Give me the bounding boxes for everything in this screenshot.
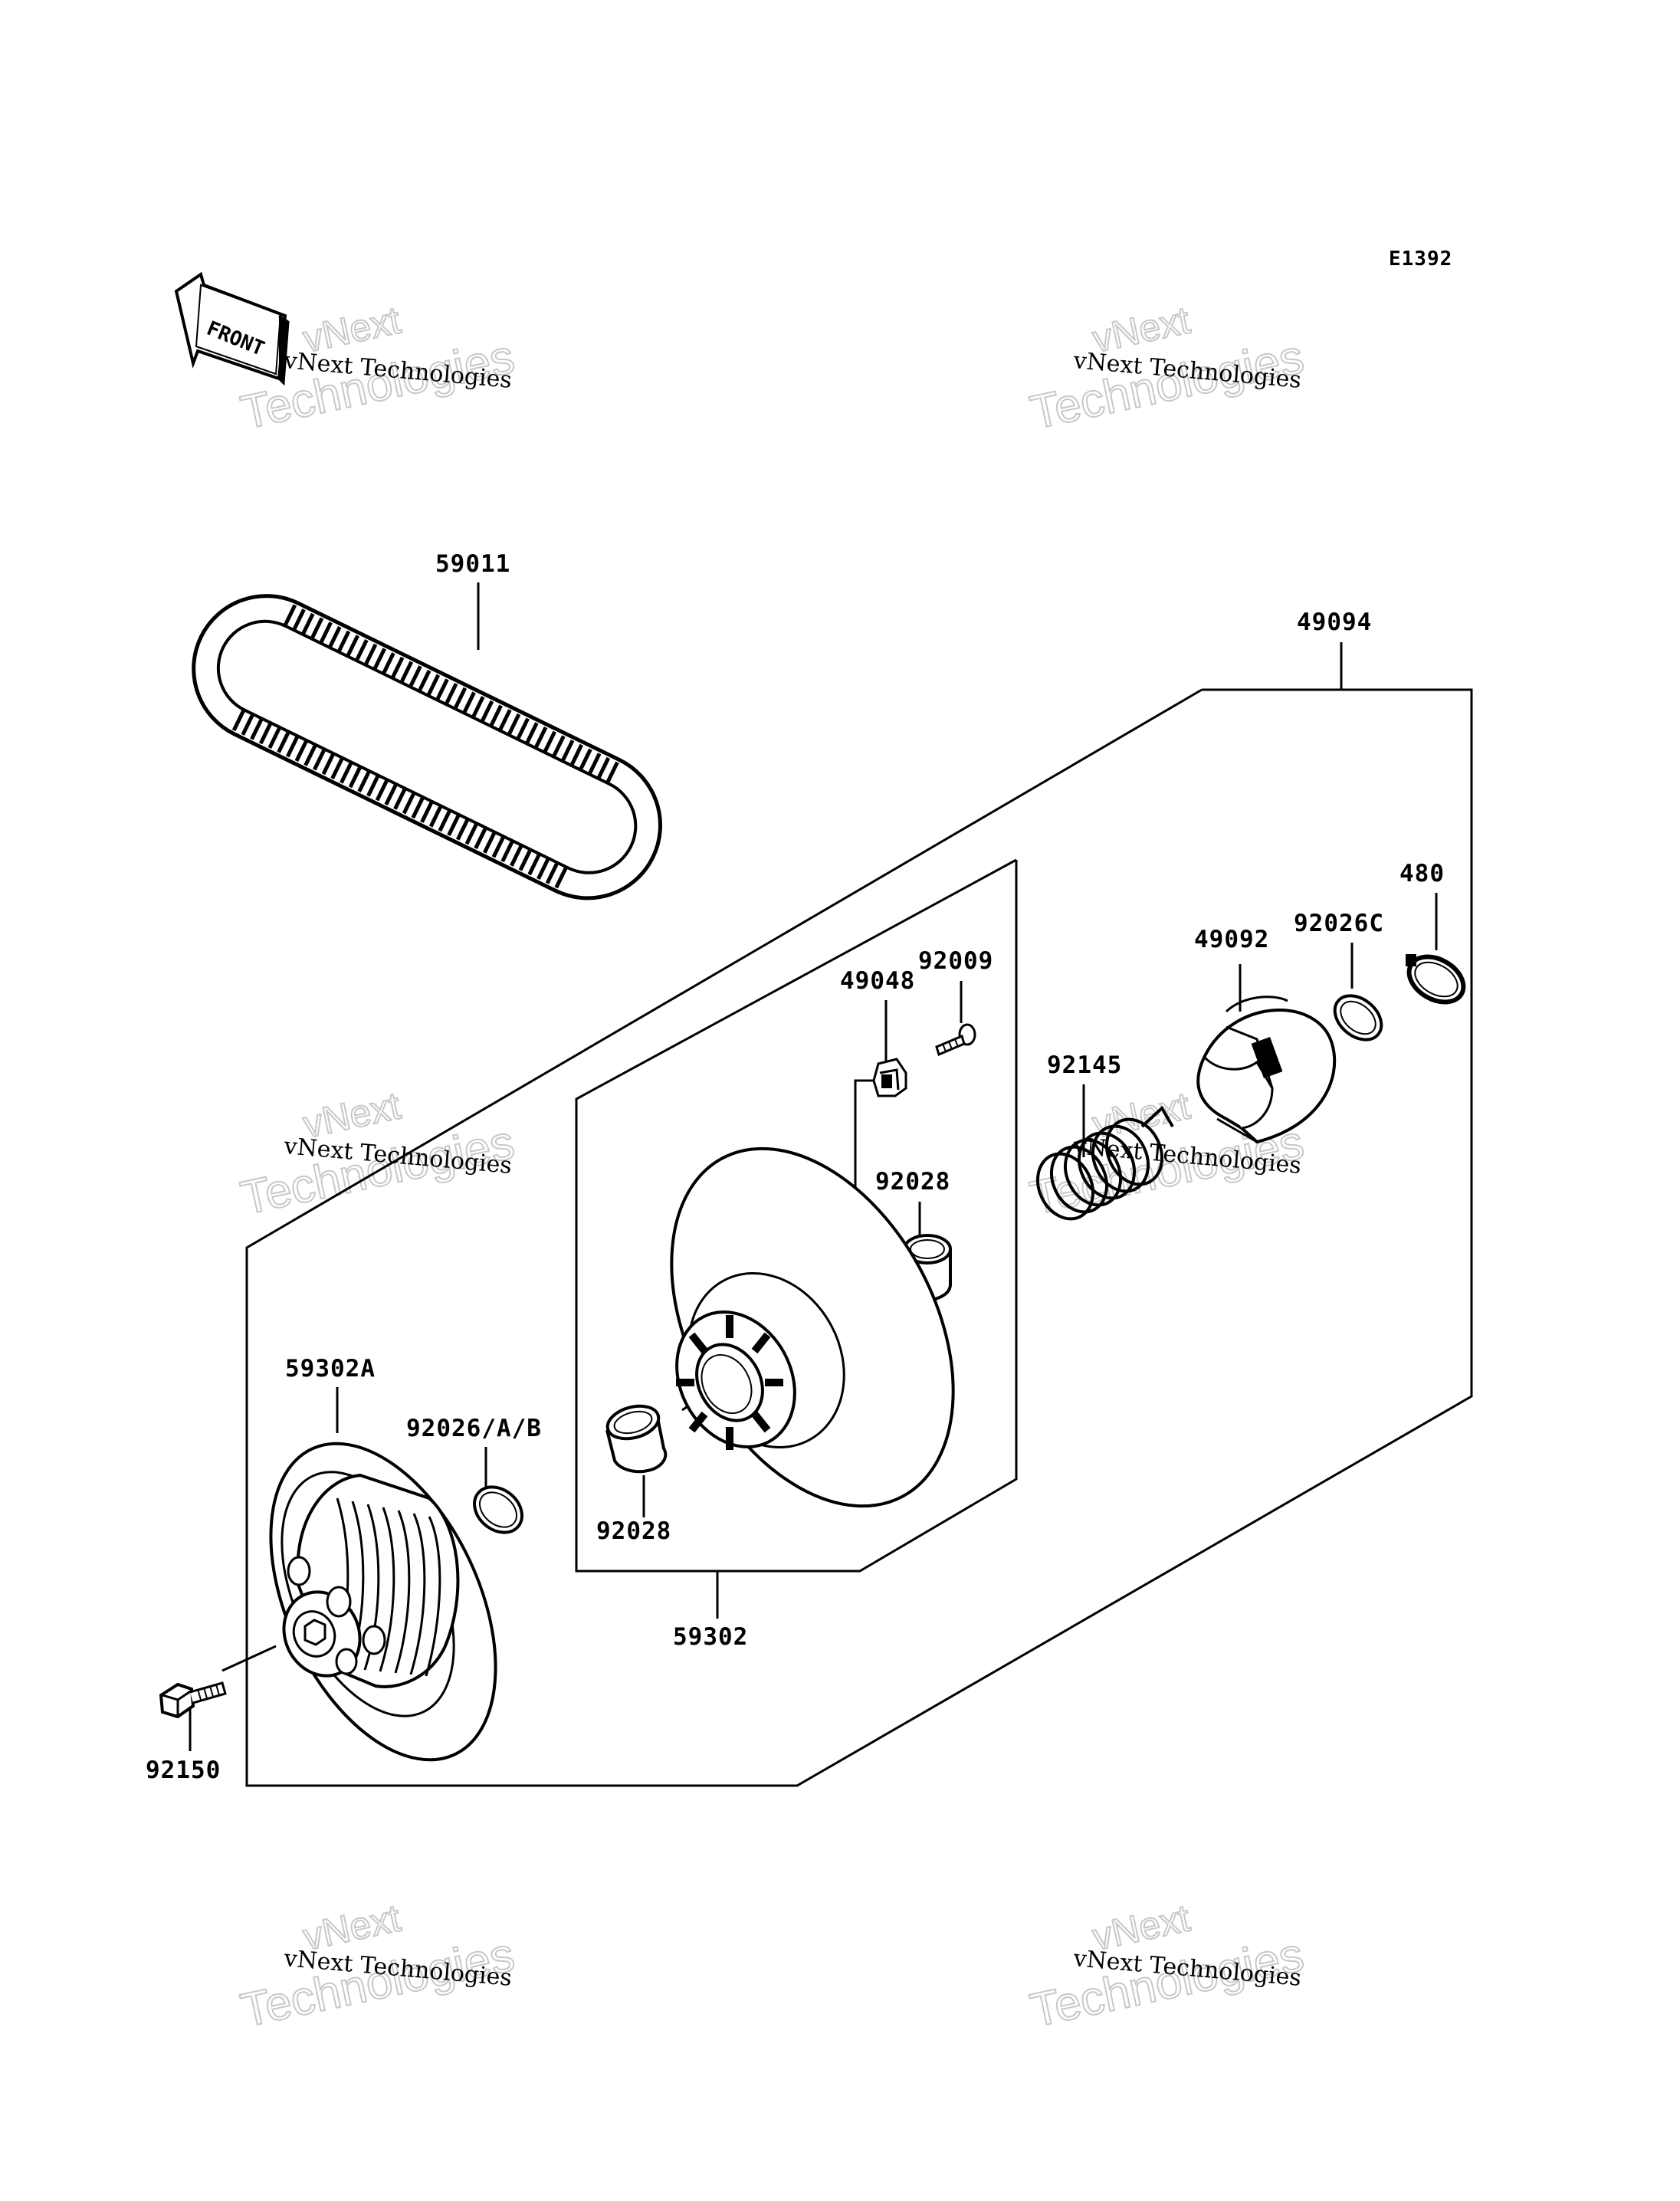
cam-49092 bbox=[1196, 996, 1337, 1144]
watermark-bottom-right: vNext Technologies vNext Technologies bbox=[1025, 1895, 1309, 2038]
screw-92009 bbox=[935, 1023, 976, 1057]
leader-lines bbox=[189, 582, 1438, 1751]
label-92026c: 92026C bbox=[1294, 910, 1384, 937]
label-92028-bot: 92028 bbox=[596, 1517, 671, 1545]
assembly-box-49094 bbox=[245, 688, 1473, 1787]
spring-92145 bbox=[1036, 1105, 1174, 1221]
watermark-middle-left: vNext Technologies vNext Technologies bbox=[236, 1083, 520, 1225]
label-59302a: 59302A bbox=[285, 1355, 376, 1383]
label-59302: 59302 bbox=[673, 1623, 748, 1651]
watermark-top-right: vNext Technologies vNext Technologies bbox=[1025, 297, 1309, 440]
label-92026-a-b: 92026/A/B bbox=[406, 1415, 542, 1442]
belt-59011 bbox=[192, 594, 663, 900]
label-49048: 49048 bbox=[840, 967, 915, 995]
fixed-sheave-59302a bbox=[269, 1442, 497, 1762]
label-92150: 92150 bbox=[146, 1757, 221, 1784]
snap-ring-480 bbox=[1406, 954, 1466, 1005]
washer-92026-ab bbox=[473, 1485, 523, 1534]
label-480: 480 bbox=[1399, 860, 1445, 887]
diagram-code: E1392 bbox=[1389, 248, 1452, 271]
label-49094: 49094 bbox=[1297, 608, 1372, 636]
label-59011: 59011 bbox=[435, 550, 510, 578]
weight-49048 bbox=[872, 1058, 907, 1097]
label-92009: 92009 bbox=[918, 947, 993, 975]
label-92145: 92145 bbox=[1047, 1051, 1122, 1079]
label-92028-top: 92028 bbox=[875, 1168, 950, 1196]
movable-sheave-59302 bbox=[670, 1146, 955, 1508]
front-arrow-icon: FRONT bbox=[174, 271, 290, 386]
washer-92026c bbox=[1333, 994, 1383, 1041]
bolt-92150 bbox=[159, 1681, 227, 1719]
label-49092: 49092 bbox=[1194, 926, 1269, 953]
watermark-bottom-left: vNext Technologies vNext Technologies bbox=[236, 1895, 520, 2038]
bushing-92028-lower bbox=[605, 1404, 668, 1474]
